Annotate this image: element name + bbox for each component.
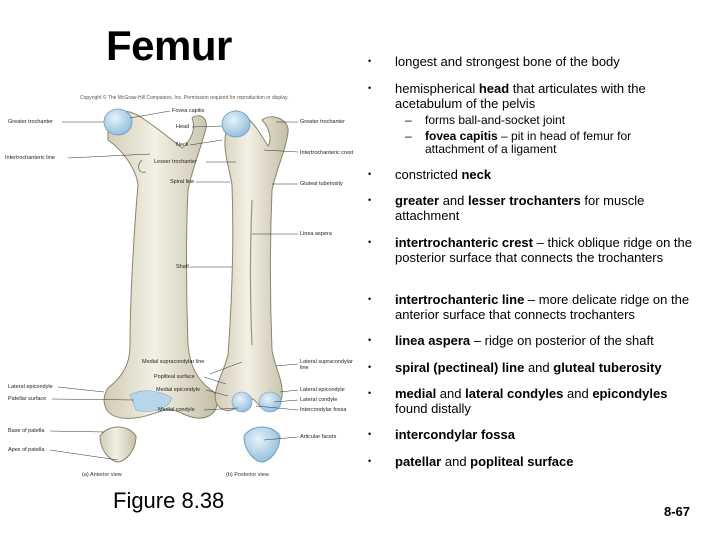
label-lateral-condyle: Lateral condyle [300, 397, 338, 403]
label-medial-condyle: Medial condyle [158, 407, 195, 413]
anterior-patella [99, 426, 137, 463]
posterior-femur-bone [214, 110, 289, 411]
linea-aspera-line [249, 199, 253, 346]
bullet-3-pre: constricted [395, 167, 462, 182]
bullet-11-bold: patellar [395, 454, 442, 469]
sub-bullet-1-text: forms ball-and-socket joint [425, 113, 566, 127]
bullet-9-bold3: epicondyles [592, 386, 668, 401]
label-fovea-capitis: Fovea capitis [172, 108, 205, 114]
sub-bullet-2-bold: fovea capitis [425, 129, 498, 143]
copyright-notice: Copyright © The McGraw-Hill Companies, I… [80, 95, 289, 101]
label-posterior-view: (b) Posterior view [226, 472, 269, 478]
bullet-7-bold: linea aspera [395, 333, 471, 348]
label-articular-facets: Articular facets [300, 434, 337, 440]
bullet-2-post: that articulates with the acetabulum of … [395, 81, 646, 111]
label-base-of-patella: Base of patella [8, 428, 45, 434]
label-lateral-epicondyle-right: Lateral epicondyle [300, 387, 345, 393]
anterior-lesser-trochanter [138, 159, 147, 173]
bullet-2-bold: head [478, 81, 510, 96]
label-lateral-supracondylar-line: Lateral supracondylar line [300, 359, 353, 371]
label-spiral-line: Spiral line [170, 179, 195, 185]
bullet-9-bold2: lateral condyles [465, 386, 564, 401]
label-greater-trochanter-right: Greater trochanter [300, 119, 345, 125]
label-anterior-view: (a) Anterior view [82, 472, 122, 478]
label-intercondylar-fossa: Intercondylar fossa [300, 407, 347, 413]
bullet-dot: • [368, 429, 372, 439]
label-intertrochanteric-line: Intertrochanteric line [5, 155, 55, 161]
bullet-dot: • [368, 362, 372, 372]
label-medial-supracondylar-line: Medial supracondylar line [142, 359, 205, 365]
bullet-2-pre: hemispherical [395, 81, 479, 96]
posterior-medial-condyle [231, 391, 253, 413]
bullet-7-post: – ridge on posterior of the shaft [470, 333, 654, 348]
sub-bullet-2-post: – pit in head of femur for attachment of… [425, 129, 632, 156]
label-linea-aspera: Linea aspera [300, 231, 332, 237]
bullet-dot: • [368, 237, 372, 247]
bullet-dot: • [368, 169, 372, 179]
posterior-femoral-head [221, 110, 251, 138]
label-lateral-supracondylar-line-1: Lateral supracondylar [300, 359, 353, 365]
bullet-4-bold1: greater [395, 193, 440, 208]
bullet-1-text: longest and strongest bone of the body [395, 54, 620, 69]
bullet-dot: • [368, 195, 372, 205]
bullet-8-bold1: spiral (pectineal) line [395, 360, 525, 375]
bullet-dot: • [368, 335, 372, 345]
bullet-dot: • [368, 456, 372, 466]
label-greater-trochanter-left: Greater trochanter [8, 119, 53, 125]
bullet-9-bold1: medial [395, 386, 437, 401]
bullet-dot: • [368, 294, 372, 304]
bullet-11-mid: and [441, 454, 471, 469]
bullet-dot: • [368, 56, 372, 66]
bullet-8-bold2: gluteal tuberosity [553, 360, 662, 375]
posterior-lateral-condyle [258, 391, 282, 413]
bullet-8-mid: and [524, 360, 554, 375]
bullet-6-post: – more delicate ridge on the anterior su… [395, 292, 690, 322]
bullet-4-post: for muscle attachment [395, 193, 645, 223]
label-apex-of-patella: Apex of patella [8, 447, 45, 453]
posterior-patella [243, 426, 281, 463]
posterior-femur [214, 110, 289, 413]
label-lesser-trochanter: Lesser trochanter [154, 159, 197, 165]
bullet-dot: • [368, 388, 372, 398]
figure-caption: Figure 8.38 [113, 488, 225, 513]
label-head: Head [176, 124, 190, 130]
label-shaft: Shaft [176, 264, 189, 270]
label-gluteal-tuberosity: Gluteal tuberosity [300, 181, 343, 187]
label-neck: Neck [176, 142, 189, 148]
sub-bullet-dash: – [405, 129, 412, 143]
bullet-9-mid2: and [563, 386, 593, 401]
anterior-femur-bone [103, 110, 218, 419]
bullet-3-bold: neck [461, 167, 492, 182]
label-medial-epicondyle: Medial epicondyle [156, 387, 201, 393]
leader-lines [49, 110, 299, 461]
anterior-patellar-surface [129, 390, 173, 412]
bullet-5-bold: intertrochanteric crest [395, 235, 533, 250]
bullet-dot: • [368, 83, 372, 93]
label-patellar-surface: Patellar surface [8, 396, 47, 402]
bullet-9-post: found distally [395, 401, 471, 416]
label-intertrochanteric-crest: Intertrochanteric crest [300, 150, 354, 156]
label-lateral-epicondyle-left: Lateral epicondyle [8, 384, 53, 390]
bullet-4-bold2: lesser trochanters [468, 193, 581, 208]
page-number: 8-67 [664, 504, 691, 519]
sub-bullet-dash: – [405, 113, 412, 127]
bullet-4-mid: and [439, 193, 468, 208]
label-lateral-supracondylar-line-2: line [300, 365, 309, 371]
bullet-6-bold: intertrochanteric line [395, 292, 525, 307]
label-popliteal-surface: Popliteal surface [154, 374, 195, 380]
bullet-10-bold: intercondylar fossa [395, 427, 515, 442]
slide-title: Femur [106, 22, 232, 69]
bullet-9-mid: and [436, 386, 466, 401]
anterior-femoral-head [103, 108, 133, 136]
bullet-11-bold2: popliteal surface [470, 454, 574, 469]
bullet-5-post: – thick oblique ridge on the posterior s… [395, 235, 692, 265]
